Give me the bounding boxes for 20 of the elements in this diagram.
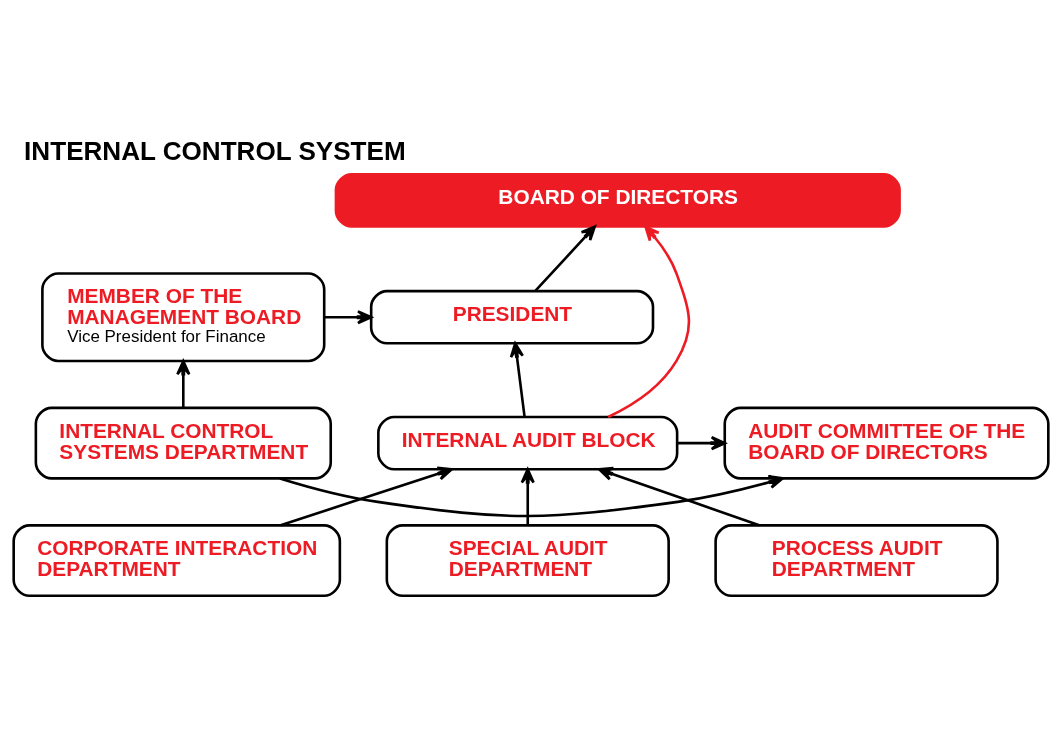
diagram-title: INTERNAL CONTROL SYSTEM <box>24 136 406 167</box>
arrow <box>324 310 373 325</box>
node-box: MEMBER OF THE MANAGEMENT BOARD Vice President for Finance <box>41 272 326 363</box>
arrow <box>279 475 784 518</box>
node-box: PRESIDENT <box>369 289 655 345</box>
arrow <box>176 359 191 408</box>
arrow <box>509 342 526 418</box>
node-box: BOARD OF DIRECTORS <box>334 173 901 228</box>
arrow <box>534 225 597 292</box>
arrow <box>597 466 760 527</box>
arrow <box>677 435 727 451</box>
node-box: SPECIAL AUDIT DEPARTMENT <box>385 524 670 598</box>
node-box: CORPORATE INTERACTION DEPARTMENT <box>12 524 342 598</box>
node-box: INTERNAL CONTROL SYSTEMS DEPARTMENT <box>34 406 333 480</box>
node-box: INTERNAL AUDIT BLOCK <box>377 415 679 471</box>
node-box: PROCESS AUDIT DEPARTMENT <box>714 524 999 598</box>
node-box: AUDIT COMMITTEE OF THE BOARD OF DIRECTORS <box>723 406 1050 480</box>
arrow <box>607 225 691 419</box>
arrow <box>520 468 535 525</box>
arrow <box>280 466 453 527</box>
